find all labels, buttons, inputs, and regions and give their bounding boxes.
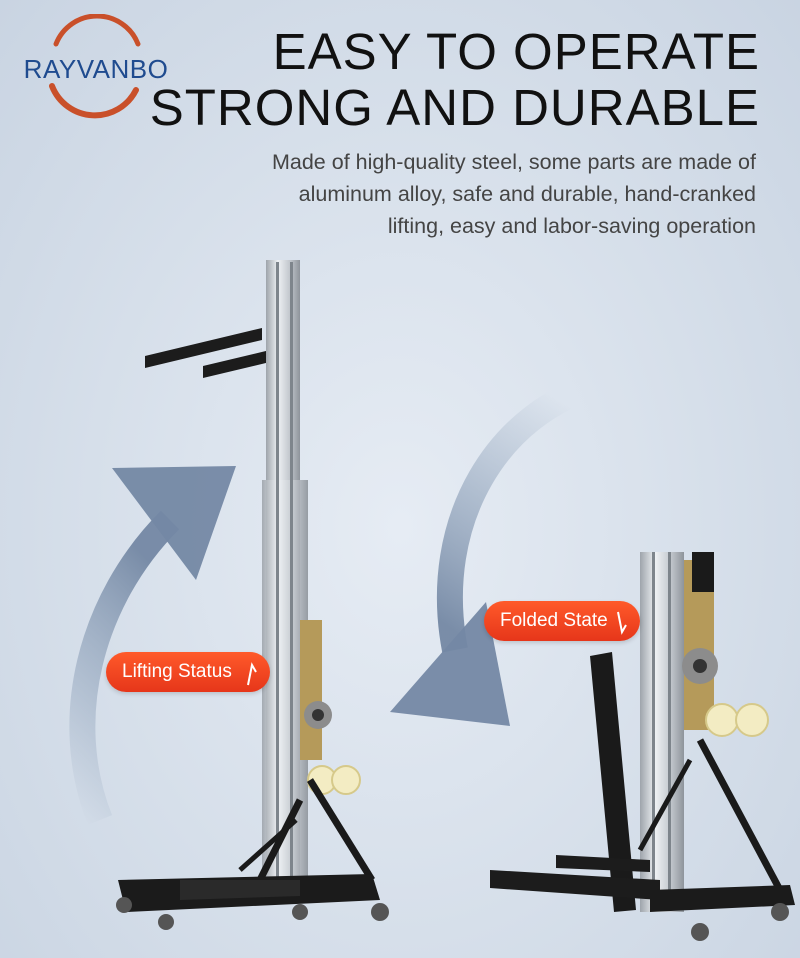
description: Made of high-quality steel, some parts a… xyxy=(196,146,756,242)
folded-state-label: Folded State xyxy=(500,610,608,631)
logo-arc-icon xyxy=(49,14,141,119)
headline-line-1: EASY TO OPERATE xyxy=(272,23,760,80)
folded-state-badge: Folded State xyxy=(484,601,640,641)
curved-arrow-down-icon xyxy=(390,372,604,726)
lifting-status-badge: Lifting Status xyxy=(106,652,270,692)
folded-lifter xyxy=(490,552,795,941)
headline: EASY TO OPERATE STRONG AND DURABLE xyxy=(150,24,760,136)
description-line-3: lifting, easy and labor-saving operation xyxy=(387,214,756,238)
arrow-up-icon xyxy=(246,661,258,701)
brand-logo: RAYVANBO xyxy=(12,14,172,124)
headline-line-2: STRONG AND DURABLE xyxy=(149,79,760,136)
curved-arrow-up-icon xyxy=(69,466,236,825)
brand-name: RAYVANBO xyxy=(23,54,169,84)
tall-lifter xyxy=(116,260,389,930)
description-line-1: Made of high-quality steel, some parts a… xyxy=(271,150,756,174)
description-line-2: aluminum alloy, safe and durable, hand-c… xyxy=(298,182,756,206)
arrow-down-icon xyxy=(616,610,628,650)
lifting-status-label: Lifting Status xyxy=(122,661,232,682)
